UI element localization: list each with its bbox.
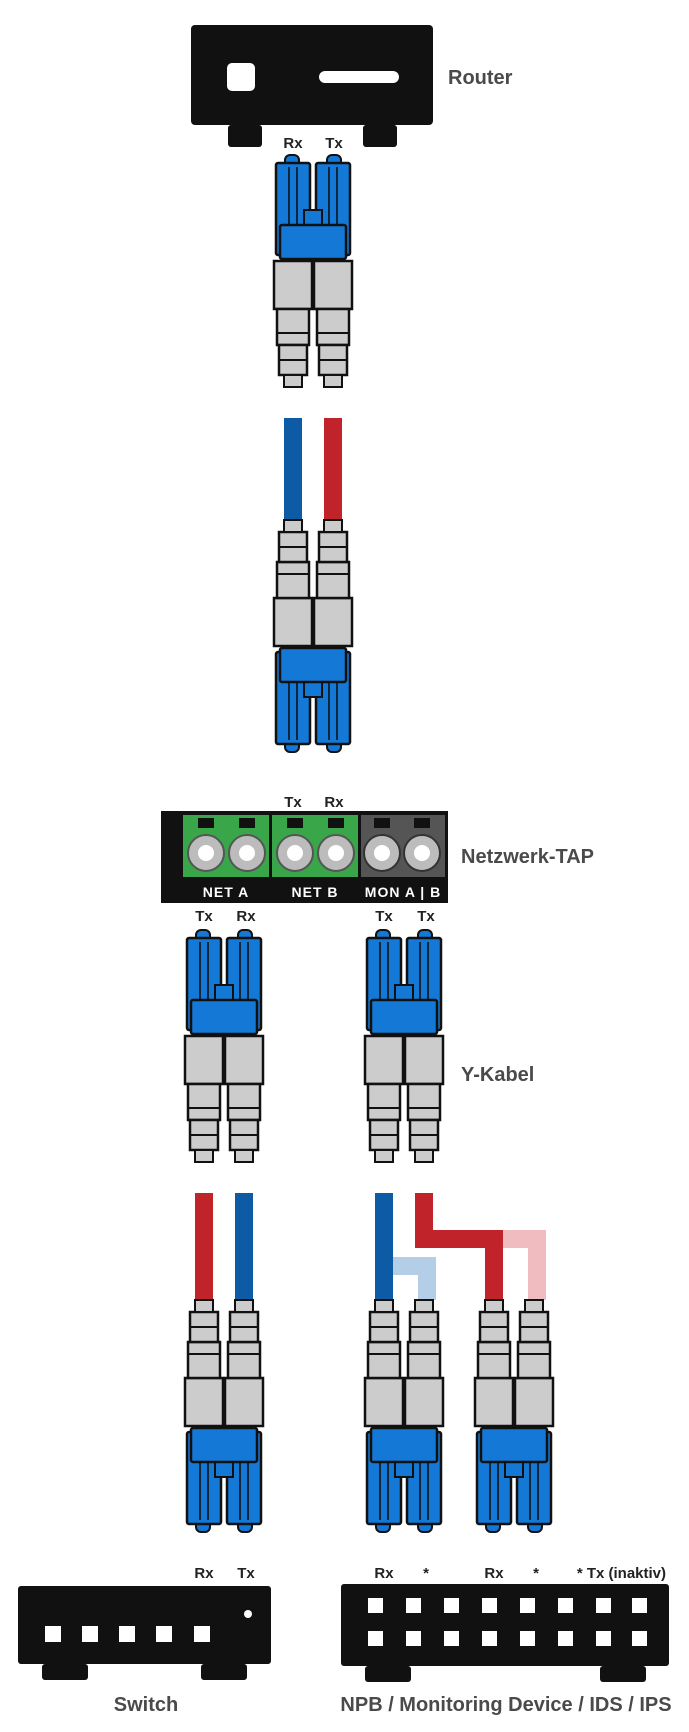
npb2-rx-label: Rx — [484, 1565, 504, 1582]
lc-connector-tap-neta — [183, 928, 265, 1164]
lc-connector-tap-mon — [363, 928, 445, 1164]
neta-tx-label: Tx — [195, 908, 213, 925]
tap-ferrule — [414, 845, 430, 861]
tap-left-edge — [161, 811, 179, 903]
npb-port — [406, 1598, 421, 1613]
npb2-star-label: * — [533, 1565, 539, 1582]
npb-port — [558, 1598, 573, 1613]
patch-cable-router-tap — [272, 153, 354, 752]
lc-connector-npb-1 — [365, 1300, 443, 1532]
lc-connector-switch — [185, 1300, 263, 1532]
switch-body — [18, 1586, 271, 1664]
npb-port — [368, 1631, 383, 1646]
switch-port — [82, 1626, 98, 1642]
router-foot-right — [363, 125, 397, 147]
npb-label: NPB / Monitoring Device / IDS / IPS — [340, 1694, 671, 1716]
tap-latch — [287, 818, 303, 828]
npb-port — [368, 1598, 383, 1613]
tap-net-a-label: NET A — [203, 884, 249, 900]
tap-ferrule — [374, 845, 390, 861]
npb-port — [482, 1598, 497, 1613]
switch-led — [244, 1610, 252, 1618]
switch-label: Switch — [114, 1694, 178, 1716]
npb-port — [482, 1631, 497, 1646]
tap-ferrule — [328, 845, 344, 861]
fiber-blue — [375, 1193, 393, 1300]
switch-device — [18, 1586, 271, 1680]
tap-latch — [239, 818, 255, 828]
tap-latch — [328, 818, 344, 828]
router-slot — [319, 71, 399, 83]
tap-top-rx-label: Rx — [324, 794, 344, 811]
switch-tx-label: Tx — [237, 1565, 255, 1582]
tap-latch — [414, 818, 430, 828]
tap-ferrule — [287, 845, 303, 861]
npb-port — [596, 1631, 611, 1646]
npb-port — [406, 1631, 421, 1646]
network-tap-device: NET A NET B MON A | B — [161, 811, 448, 903]
tap-net-b-label: NET B — [292, 884, 339, 900]
tap-latch — [198, 818, 214, 828]
tap-latch — [374, 818, 390, 828]
npb1-star-label: * — [423, 1565, 429, 1582]
tap-label: Netzwerk-TAP — [461, 846, 594, 868]
router-foot-left — [228, 125, 262, 147]
router-device — [191, 25, 433, 147]
neta-rx-label: Rx — [236, 908, 256, 925]
y-cable — [363, 928, 553, 1532]
tap-mon-label: MON A | B — [365, 884, 441, 900]
switch-rx-label: Rx — [194, 1565, 214, 1582]
npb-port — [558, 1631, 573, 1646]
ycable-label: Y-Kabel — [461, 1064, 534, 1086]
fiber-light-red — [425, 1230, 546, 1300]
npb-device — [341, 1584, 669, 1682]
router-tx-label: Tx — [325, 135, 343, 152]
router-led — [227, 63, 255, 91]
fiber-red — [195, 1193, 213, 1300]
switch-port — [45, 1626, 61, 1642]
npb-port-grid — [368, 1598, 647, 1646]
npb-port — [632, 1598, 647, 1613]
npb-port — [520, 1598, 535, 1613]
fiber-blue — [235, 1193, 253, 1300]
npb-port — [444, 1631, 459, 1646]
switch-port — [156, 1626, 172, 1642]
npb-port — [596, 1598, 611, 1613]
tap-ferrule — [198, 845, 214, 861]
router-label: Router — [448, 67, 513, 89]
lc-connector-tap-top — [274, 520, 352, 752]
npb-foot-left — [365, 1666, 411, 1682]
switch-port — [119, 1626, 135, 1642]
router-rx-label: Rx — [283, 135, 303, 152]
tx-note: * Tx (inaktiv) — [577, 1565, 666, 1582]
npb1-rx-label: Rx — [374, 1565, 394, 1582]
fiber-light-blue — [385, 1257, 436, 1300]
fiber-red — [324, 418, 342, 520]
switch-port — [194, 1626, 210, 1642]
fiber-blue — [284, 418, 302, 520]
tap-top-tx-label: Tx — [284, 794, 302, 811]
router-body — [191, 25, 433, 125]
switch-foot-left — [42, 1664, 88, 1680]
fiber-red — [415, 1193, 503, 1300]
tap-ferrule — [239, 845, 255, 861]
npb-foot-right — [600, 1666, 646, 1682]
npb-body — [341, 1584, 669, 1666]
lc-connector-router — [272, 153, 354, 389]
mon-tx1-label: Tx — [375, 908, 393, 925]
npb-port — [444, 1598, 459, 1613]
patch-cable-tap-switch — [183, 928, 265, 1532]
npb-port — [632, 1631, 647, 1646]
switch-foot-right — [201, 1664, 247, 1680]
npb-port — [520, 1631, 535, 1646]
lc-connector-npb-2 — [475, 1300, 553, 1532]
mon-tx2-label: Tx — [417, 908, 435, 925]
